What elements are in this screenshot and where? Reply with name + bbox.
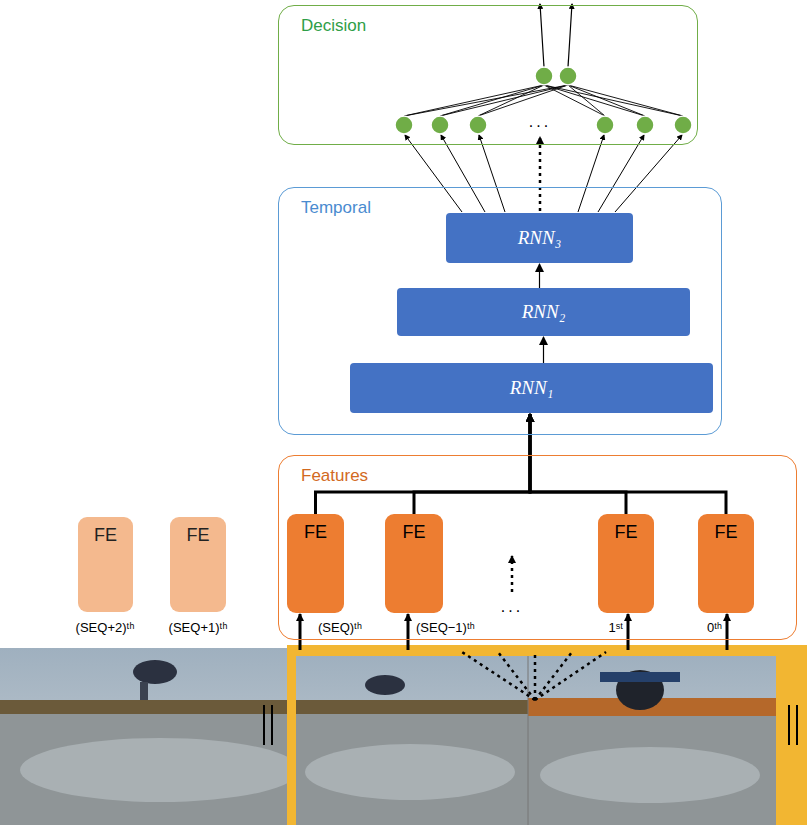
rnn-layer-box: RNN₂ (397, 288, 690, 336)
output-arrows (540, 4, 572, 67)
frame-index-label: (SEQ+1)ᵗʰ (169, 620, 228, 635)
connector-arrow (543, 337, 544, 363)
group-panel: Decision (278, 5, 698, 145)
group-title: Features (301, 466, 368, 486)
group-panel: TemporalRNN₃ RNN₂ RNN₁ (278, 187, 722, 435)
connector-arrow (414, 414, 530, 514)
layer-label: RNN₃ (518, 227, 562, 249)
extractor-label: FE (186, 525, 209, 546)
dotted-fan (462, 652, 606, 700)
connector-arrow (316, 414, 531, 514)
group-title: Temporal (301, 198, 371, 218)
group-title: Decision (301, 16, 366, 36)
frame-index-label: (SEQ+2)ᵗʰ (76, 620, 135, 635)
rnn-to-neuron-lines (405, 135, 682, 212)
feature-extractor-box: FE (698, 514, 754, 613)
feature-extractor-box-faded: FE (78, 517, 133, 612)
frame-index-label: (SEQ)ᵗʰ (318, 620, 362, 635)
video-frames (0, 645, 807, 825)
extractor-label: FE (614, 522, 637, 543)
frame-input-arrows (300, 614, 727, 650)
neurons (395, 67, 692, 134)
connector-arrow (539, 264, 540, 288)
frame-index-label: (SEQ−1)ᵗʰ (416, 620, 475, 635)
layer-label: RNN₂ (522, 301, 566, 323)
feature-extractor-box-faded: FE (170, 517, 226, 612)
layer-label: RNN₁ (510, 377, 554, 399)
ellipsis-label: ... (527, 113, 553, 131)
frame-index-label: 1ˢᵗ (608, 620, 623, 635)
feature-extractor-box: FE (385, 514, 443, 613)
extractor-label: FE (402, 522, 425, 543)
dense-connections (404, 85, 683, 116)
rnn-layer-box: RNN₃ (446, 213, 633, 263)
extractor-label: FE (304, 522, 327, 543)
extractor-label: FE (94, 525, 117, 546)
group-panel: FeaturesFE FE FE FE (278, 455, 797, 640)
extractor-label: FE (714, 522, 737, 543)
connector-arrow (530, 414, 626, 514)
feature-extractor-box: FE (598, 514, 654, 613)
feature-extractor-box: FE (287, 514, 344, 613)
ellipsis-label: ... (499, 598, 525, 616)
rnn-layer-box: RNN₁ (350, 363, 713, 413)
connector-arrow (530, 414, 726, 514)
dotted-arrow (511, 556, 514, 592)
frame-index-label: 0ᵗʰ (707, 620, 722, 635)
